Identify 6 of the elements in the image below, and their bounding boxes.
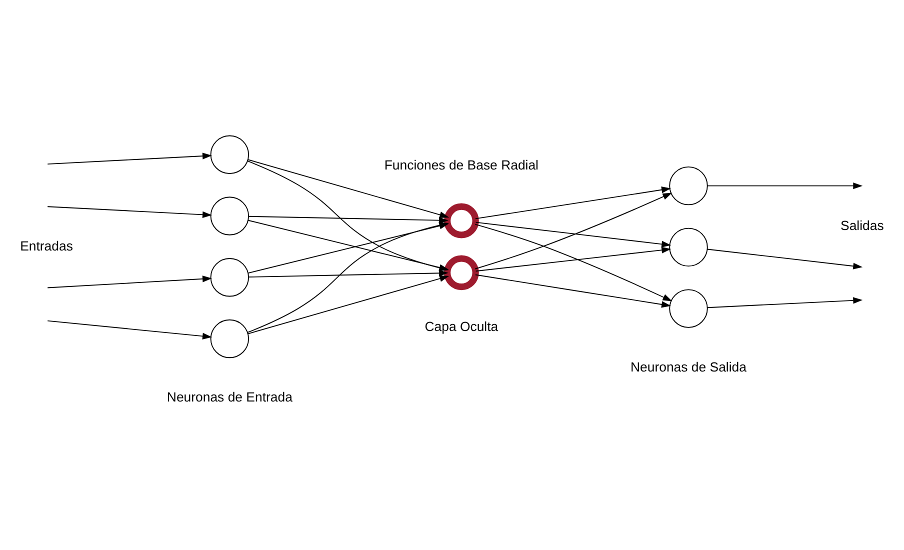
label: Entradas [20, 238, 73, 254]
label: Neuronas de Salida [630, 359, 746, 374]
label: Neuronas de Entrada [166, 389, 292, 404]
label: Salidas [840, 217, 884, 232]
label: Capa Oculta [424, 318, 498, 334]
label: Funciones de Base Radial [384, 156, 539, 172]
